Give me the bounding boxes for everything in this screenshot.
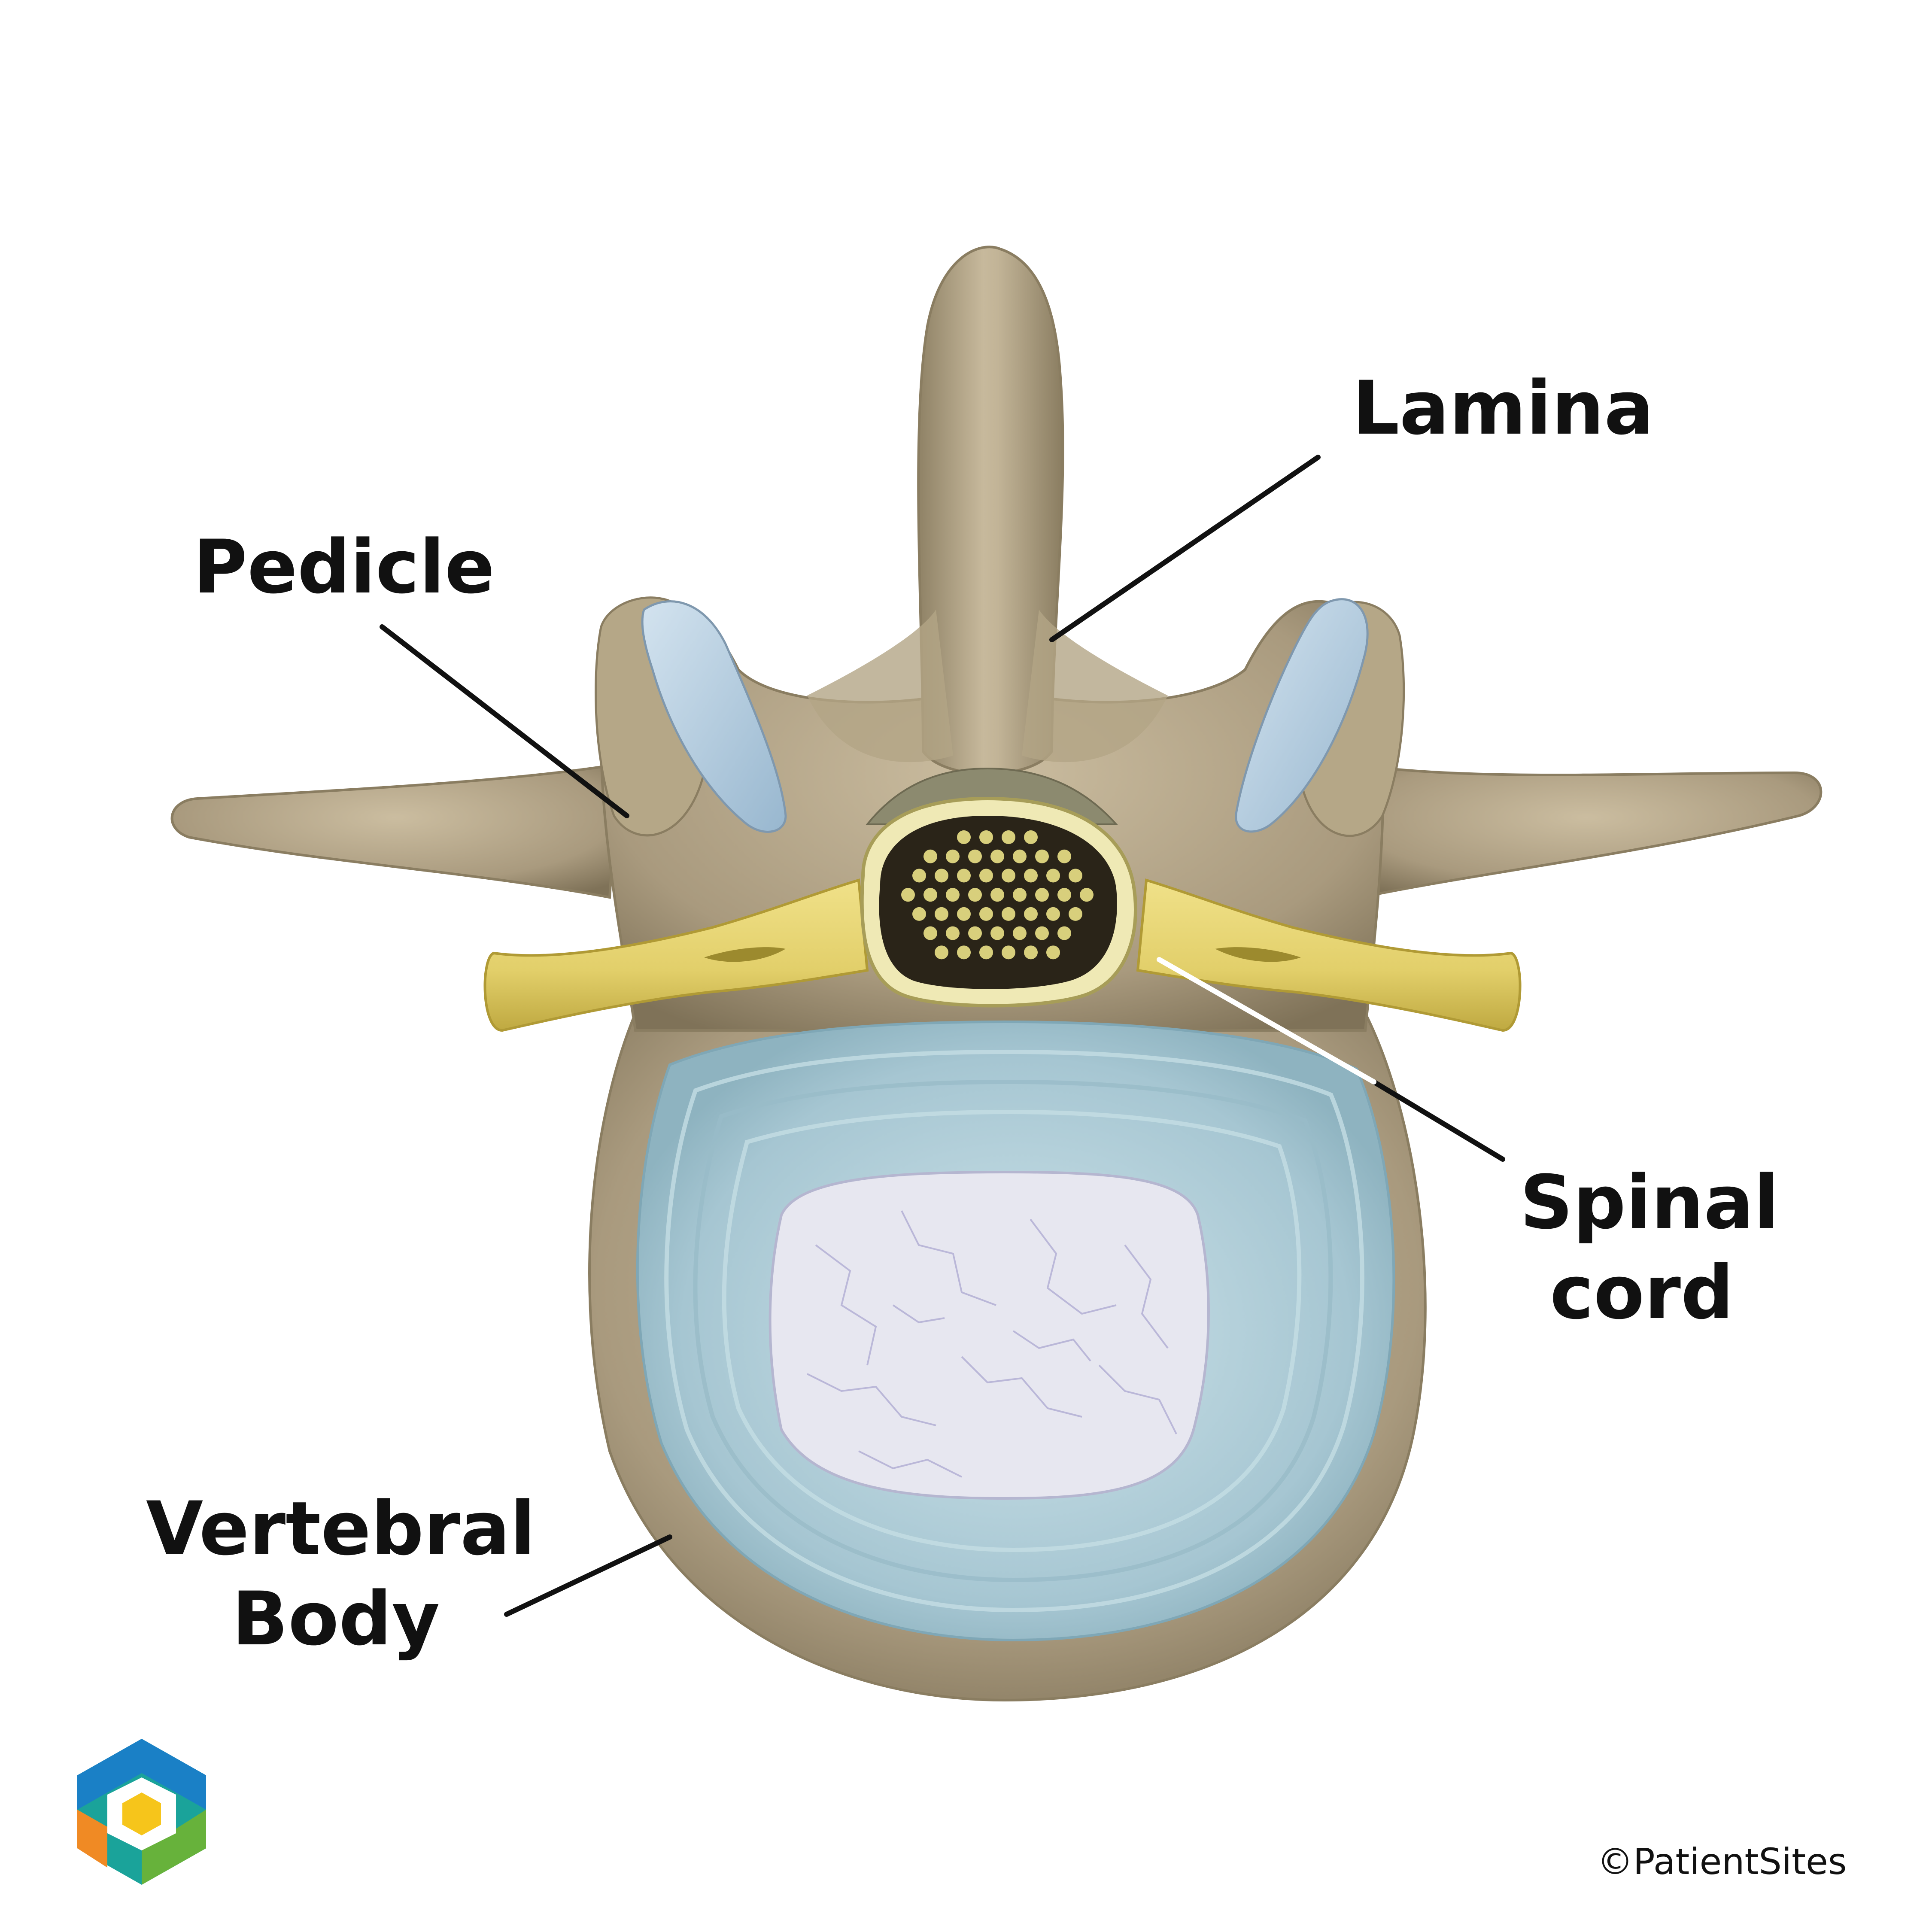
nerve-fiber-dot <box>1069 907 1082 921</box>
nerve-fiber-dot <box>1024 869 1038 883</box>
spinous-process <box>807 246 1168 825</box>
nerve-fiber-dot <box>1069 869 1082 883</box>
nerve-fiber-dot <box>923 888 937 902</box>
label-pedicle: Pedicle <box>193 524 495 610</box>
nerve-fiber-dot <box>935 907 948 921</box>
nerve-fiber-dot <box>1046 869 1060 883</box>
nerve-fiber-dot <box>1057 926 1071 940</box>
nerve-fiber-dot <box>990 849 1004 863</box>
patientsites-logo <box>77 1739 206 1885</box>
label-spinal-cord-line2: cord <box>1550 1249 1734 1336</box>
label-vertebral-body-line2: Body <box>232 1576 440 1662</box>
nerve-fiber-dot <box>1002 945 1015 960</box>
copyright-text: ©PatientSites <box>1597 1841 1847 1883</box>
nerve-fiber-dot <box>979 945 993 960</box>
nerve-fiber-dot <box>990 926 1004 940</box>
nerve-fiber-dot <box>1002 869 1015 883</box>
left-facet-joint <box>641 600 787 833</box>
spinal-cord-leader-line <box>1371 1079 1505 1162</box>
nerve-fiber-dot <box>957 869 971 883</box>
nerve-fiber-dot <box>1035 926 1049 940</box>
nerve-fiber-dot <box>935 945 948 960</box>
nerve-fiber-dot <box>1013 926 1027 940</box>
vertebral-body-leader-line <box>504 1534 672 1617</box>
nerve-fiber-dot <box>1024 907 1038 921</box>
label-vertebral-body-line1: Vertebral <box>146 1485 535 1572</box>
nerve-fiber-dot <box>1057 849 1071 863</box>
nerve-fiber-dot <box>946 849 960 863</box>
nerve-fiber-dot <box>1002 907 1015 921</box>
nerve-fiber-dot <box>968 849 982 863</box>
nerve-fiber-dot <box>946 888 960 902</box>
nerve-fiber-dot <box>1080 888 1094 902</box>
nerve-fiber-dot <box>923 849 937 863</box>
nerve-fiber-dot <box>912 907 926 921</box>
nerve-fiber-dot <box>935 869 948 883</box>
leader-lines <box>380 455 1505 1617</box>
nerve-fiber-dot <box>990 888 1004 902</box>
intervertebral-disc <box>636 1020 1395 1642</box>
nerve-fiber-dot <box>901 888 915 902</box>
nerve-fiber-dot <box>1002 830 1015 844</box>
spinal-cord-leader-line-inner <box>1157 957 1376 1084</box>
nerve-fiber-dot <box>957 945 971 960</box>
nerve-fiber-dot <box>979 907 993 921</box>
pedicle-leader-line <box>380 624 629 818</box>
nerve-fiber-dot <box>1024 830 1038 844</box>
nerve-fiber-dot <box>1057 888 1071 902</box>
spinal-cord <box>860 796 1137 1008</box>
lamina-leader-line <box>1049 455 1321 642</box>
nucleus-pulposus <box>769 1170 1210 1500</box>
nerve-fiber-dot <box>957 907 971 921</box>
nerve-fiber-dot <box>968 926 982 940</box>
nerve-fiber-dot <box>946 926 960 940</box>
nerve-fiber-dot <box>1013 888 1027 902</box>
nerve-fiber-dot <box>1013 849 1027 863</box>
nerve-fiber-dot <box>1035 849 1049 863</box>
nerve-fiber-dot <box>1046 907 1060 921</box>
nerve-fiber-dot <box>979 830 993 844</box>
right-facet-joint <box>1235 598 1369 833</box>
nerve-fiber-dot <box>979 869 993 883</box>
nerve-fiber-dot <box>968 888 982 902</box>
nerve-fiber-dot <box>957 830 971 844</box>
nerve-fiber-dot <box>1035 888 1049 902</box>
nerve-fiber-dots <box>901 830 1094 960</box>
nerve-fiber-dot <box>1024 945 1038 960</box>
nerve-fiber-dot <box>912 869 926 883</box>
nerve-fiber-dot <box>923 926 937 940</box>
label-spinal-cord-line1: Spinal <box>1520 1159 1779 1245</box>
nerve-fiber-dot <box>1046 945 1060 960</box>
label-lamina: Lamina <box>1352 365 1654 451</box>
